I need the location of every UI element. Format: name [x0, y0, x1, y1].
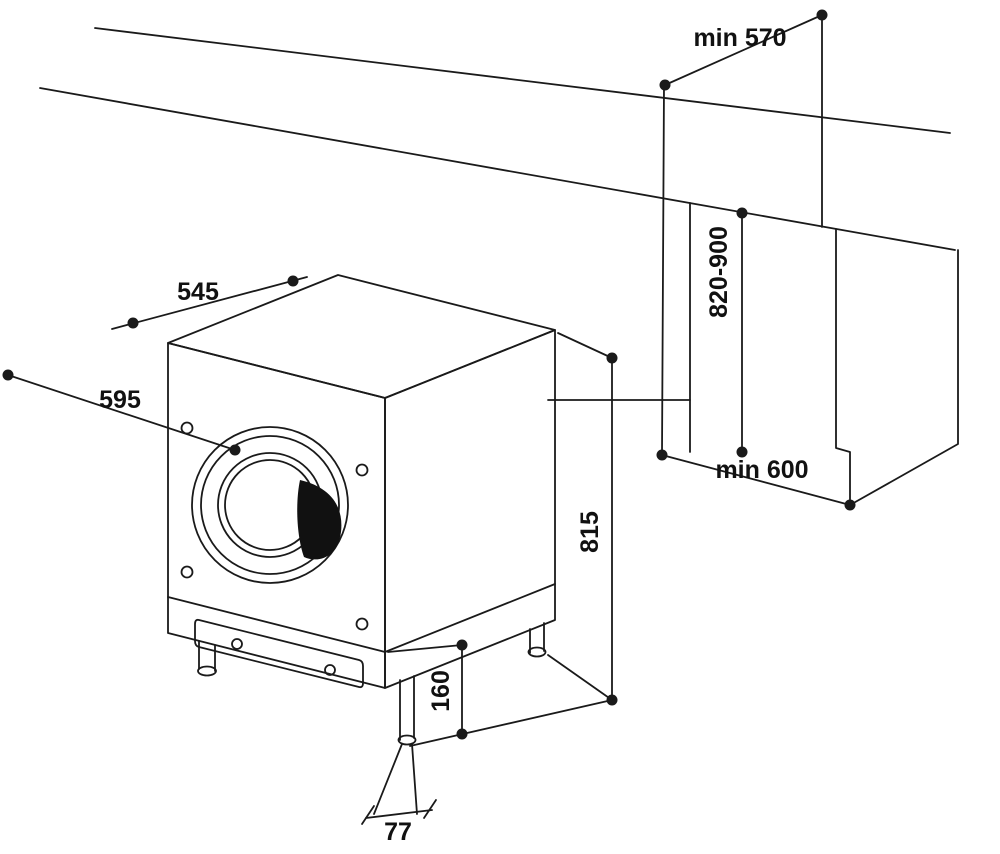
dim-niche-height	[736, 207, 748, 458]
feet	[197, 622, 547, 746]
dim-595-label: 595	[99, 386, 141, 414]
worktop-lines	[39, 27, 956, 251]
dim-77-label: 77	[384, 818, 412, 846]
machine-plinth-panel	[194, 618, 364, 689]
dim-820-900-label: 820-900	[705, 226, 733, 318]
machine-side-face	[384, 329, 556, 689]
dim-dot	[127, 317, 139, 329]
foot-front-right	[397, 675, 417, 746]
dim-min570	[659, 9, 828, 228]
dim-min570-label: min 570	[693, 24, 786, 52]
washing-machine	[167, 274, 556, 746]
right-cabinet	[835, 228, 959, 506]
foot-front-left	[197, 640, 217, 677]
dim-dot	[287, 275, 299, 287]
dim-815-label: 815	[576, 511, 604, 553]
dim-dot	[656, 449, 668, 461]
door-porthole	[191, 426, 349, 584]
dim-plinth-160	[387, 639, 613, 747]
dim-depth-545	[111, 275, 308, 330]
mounting-holes	[180, 421, 369, 676]
dim-dot	[844, 499, 856, 511]
machine-top-face	[167, 274, 556, 399]
dim-545-label: 545	[177, 278, 219, 306]
niche-walls	[547, 84, 691, 454]
dim-160-label: 160	[427, 670, 455, 712]
dim-dot	[456, 639, 468, 651]
dim-foot-77	[361, 743, 437, 825]
dim-min600	[656, 449, 856, 511]
dim-dot	[606, 352, 618, 364]
dim-dot	[2, 369, 14, 381]
door-handle	[297, 480, 342, 560]
machine-side-seam	[384, 583, 556, 653]
dim-min600-label: min 600	[715, 456, 808, 484]
machine-front-face	[167, 342, 386, 689]
foot-back-right	[527, 622, 547, 658]
machine-front-seam	[167, 596, 386, 653]
dim-dot	[659, 79, 671, 91]
dim-dot	[816, 9, 828, 21]
dimension-labels: min 570 545 595 820-900 min 600 815 160 …	[99, 24, 808, 846]
dim-dot	[736, 446, 748, 458]
dim-dot	[736, 207, 748, 219]
